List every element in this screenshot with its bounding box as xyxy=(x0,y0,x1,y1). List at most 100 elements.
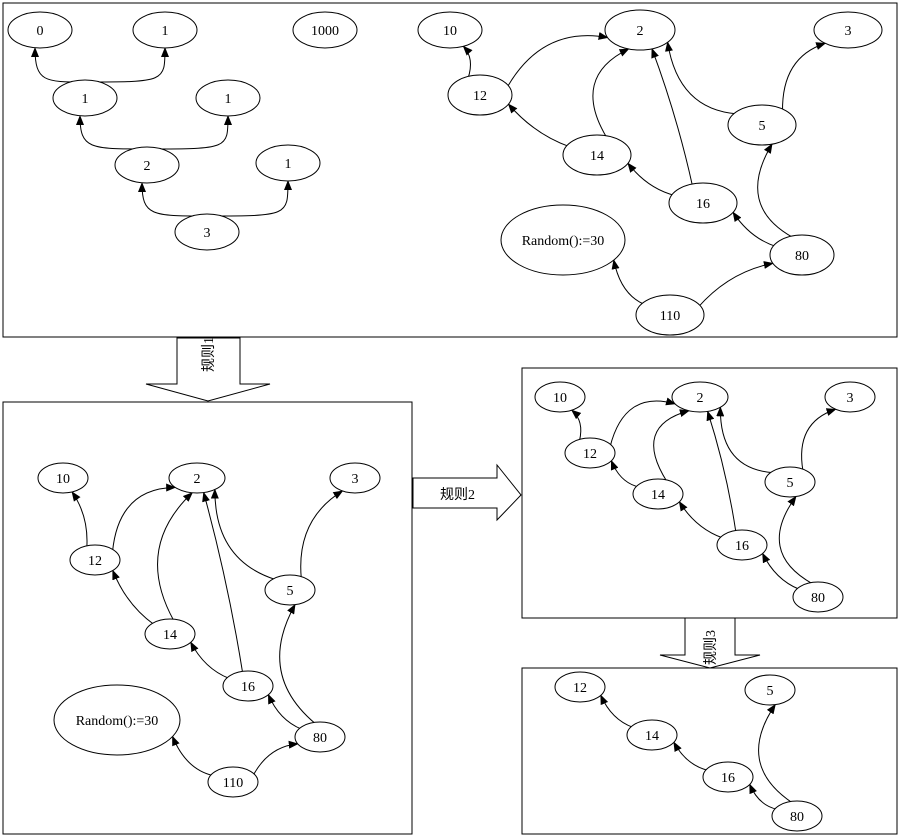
object-node: 3 xyxy=(174,213,240,251)
node-ellipse xyxy=(447,74,513,116)
reference-edge xyxy=(778,495,813,585)
object-node: 12 xyxy=(564,437,616,469)
node-label: 80 xyxy=(811,591,825,606)
object-node: 1000 xyxy=(292,11,358,49)
node-ellipse xyxy=(53,684,181,756)
reference-edge xyxy=(267,693,302,730)
node-label: 16 xyxy=(735,539,749,554)
object-node: 2 xyxy=(604,9,676,51)
reference-edge xyxy=(716,406,774,474)
object-node: 12 xyxy=(69,544,121,576)
object-node: 16 xyxy=(716,529,768,561)
node-ellipse xyxy=(554,671,606,703)
reference-edge xyxy=(762,552,800,590)
reference-edge xyxy=(706,410,737,533)
node-label: 1 xyxy=(162,24,169,39)
object-node: 10 xyxy=(534,381,586,413)
node-label: 12 xyxy=(573,681,587,696)
node-ellipse xyxy=(564,437,616,469)
reference-edge xyxy=(600,694,634,728)
rule1-arrow: 规则1 xyxy=(145,337,271,402)
reference-edge xyxy=(190,641,230,679)
object-node: 110 xyxy=(207,766,259,798)
node-label: 2 xyxy=(144,159,151,174)
object-node: 14 xyxy=(626,719,678,751)
node-ellipse xyxy=(132,11,198,49)
object-node: 80 xyxy=(769,234,835,276)
object-node: 3 xyxy=(329,462,381,494)
object-node: 5 xyxy=(264,574,316,606)
object-node: 110 xyxy=(635,294,705,336)
node-label: 5 xyxy=(287,584,294,599)
node-label: 14 xyxy=(163,628,177,643)
object-node: 80 xyxy=(792,581,844,613)
reference-edge xyxy=(609,397,677,447)
object-node: 1 xyxy=(195,79,261,117)
tree-edge xyxy=(31,47,86,83)
node-ellipse xyxy=(417,11,483,49)
object-node: Random():=30 xyxy=(500,204,626,276)
node-label: 3 xyxy=(204,226,211,241)
node-label: 3 xyxy=(847,391,854,406)
node-ellipse xyxy=(168,462,226,494)
rule1-label: 规则1 xyxy=(201,337,217,372)
node-label: 10 xyxy=(56,472,70,487)
object-node: 14 xyxy=(632,478,684,510)
node-label: 110 xyxy=(223,776,243,791)
reference-edge xyxy=(210,488,276,581)
object-node: 1 xyxy=(52,79,118,117)
object-node: 0 xyxy=(7,11,73,49)
object-node: 5 xyxy=(727,104,797,146)
node-label: 3 xyxy=(845,24,852,39)
node-label: 0 xyxy=(37,24,44,39)
reference-edge xyxy=(462,45,473,79)
panel-initial xyxy=(2,2,898,338)
node-label: Random():=30 xyxy=(522,234,605,249)
node-label: 5 xyxy=(787,476,794,491)
node-ellipse xyxy=(562,134,632,176)
reference-edge xyxy=(202,491,244,673)
node-ellipse xyxy=(702,761,754,793)
object-node: 14 xyxy=(562,134,632,176)
object-node: 14 xyxy=(144,618,196,650)
reference-edge xyxy=(749,783,778,810)
node-ellipse xyxy=(632,478,684,510)
node-ellipse xyxy=(114,146,180,184)
object-node: 10 xyxy=(37,462,89,494)
node-label: 10 xyxy=(553,391,567,406)
object-node: 5 xyxy=(744,674,796,706)
node-label: 14 xyxy=(590,149,604,164)
object-node: 2 xyxy=(168,462,226,494)
node-ellipse xyxy=(744,674,796,706)
reference-edge xyxy=(507,103,570,148)
tree-edge xyxy=(146,115,232,150)
reference-edge xyxy=(651,47,694,187)
node-ellipse xyxy=(294,721,346,753)
tree-edge xyxy=(138,182,208,217)
node-label: 12 xyxy=(473,89,487,104)
node-ellipse xyxy=(792,581,844,613)
node-label: 16 xyxy=(696,197,710,212)
panel-after-rule1 xyxy=(2,401,413,835)
node-ellipse xyxy=(534,381,586,413)
node-ellipse xyxy=(69,544,121,576)
reference-edge xyxy=(801,408,837,472)
node-label: 14 xyxy=(645,729,659,744)
node-label: 1 xyxy=(82,92,89,107)
node-ellipse xyxy=(207,766,259,798)
node-label: 5 xyxy=(759,119,766,134)
object-node: 1 xyxy=(255,144,321,182)
node-ellipse xyxy=(195,79,261,117)
object-node: 16 xyxy=(222,670,274,702)
node-ellipse xyxy=(255,144,321,182)
node-label: Random():=30 xyxy=(76,714,159,729)
node-label: 1000 xyxy=(311,24,339,39)
node-ellipse xyxy=(174,213,240,251)
object-node: 10 xyxy=(417,11,483,49)
node-label: 5 xyxy=(767,684,774,699)
reference-edge xyxy=(506,32,609,89)
reference-edge xyxy=(653,409,690,482)
reference-edge xyxy=(758,703,793,804)
node-label: 1 xyxy=(285,157,292,172)
